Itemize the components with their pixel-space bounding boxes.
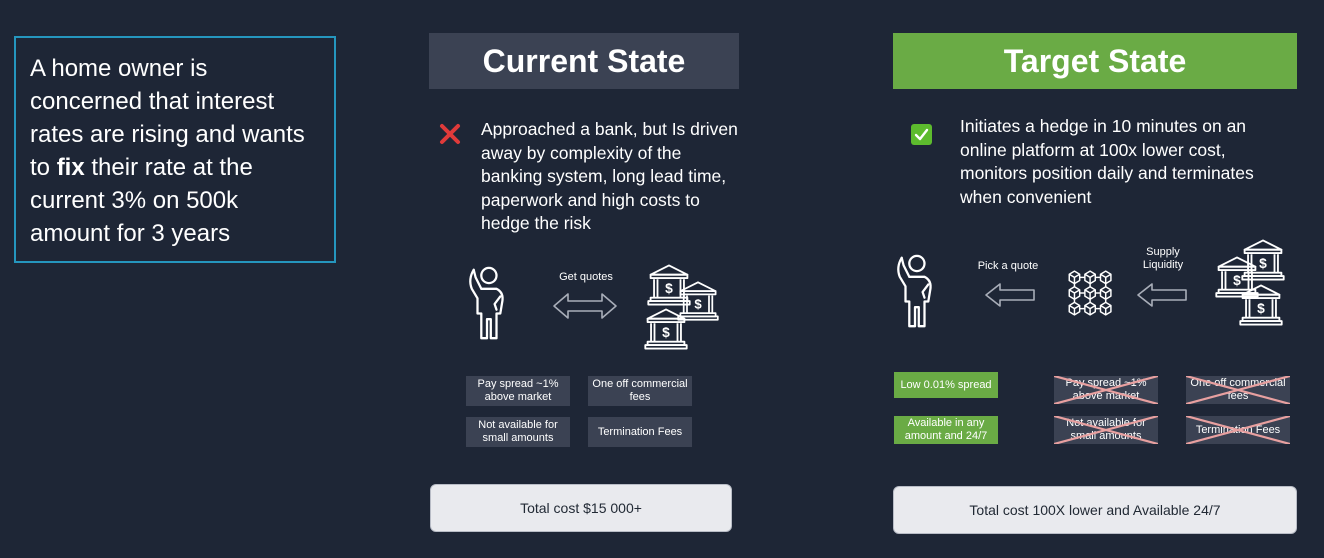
eliminated-cost-label: Not available for small amounts	[1066, 417, 1146, 442]
cost-chip: Not available for small amounts	[466, 417, 570, 447]
eliminated-cost-label: One off commercial fees	[1190, 377, 1286, 402]
benefit-chip: Available in any amount and 24/7	[894, 416, 998, 444]
get-quotes-label: Get quotes	[559, 271, 613, 283]
strike-through-icon	[1186, 416, 1290, 444]
current-state-description: Approached a bank, but Is driven away by…	[481, 119, 738, 233]
bank-icon	[1238, 282, 1284, 328]
scenario-text-end: their rate at the current 3% on 500k amo…	[30, 154, 253, 247]
current-state-header: Current State	[429, 33, 739, 89]
strike-through-icon	[1054, 376, 1158, 404]
blockchain-icon	[1063, 268, 1113, 318]
scenario-bold-word: fix	[56, 154, 85, 181]
target-state-header: Target State	[893, 33, 1297, 89]
eliminated-cost-chip: One off commercial fees	[1186, 376, 1290, 404]
strike-through-icon	[1186, 376, 1290, 404]
scenario-box: A home owner is concerned that interest …	[14, 36, 336, 263]
left-arrow-icon	[984, 282, 1036, 308]
pick-a-quote-label: Pick a quote	[977, 260, 1039, 272]
scenario-text: A home owner is concerned that interest …	[30, 55, 305, 181]
supply-liquidity-label: Supply Liquidity	[1142, 246, 1184, 271]
cost-chip: Pay spread ~1% above market	[466, 376, 570, 406]
left-arrow-icon	[1136, 282, 1188, 308]
eliminated-cost-chip: Not available for small amounts	[1054, 416, 1158, 444]
eliminated-cost-chip: Termination Fees	[1186, 416, 1290, 444]
strike-through-icon	[1054, 416, 1158, 444]
cost-chip: One off commercial fees	[588, 376, 692, 406]
eliminated-cost-label: Pay spread ~1% above market	[1065, 377, 1147, 402]
target-total-cost: Total cost 100X lower and Available 24/7	[893, 486, 1297, 534]
person-icon	[458, 266, 516, 342]
bank-icon	[643, 306, 689, 352]
double-arrow-icon	[552, 290, 618, 322]
cost-chip: Termination Fees	[588, 417, 692, 447]
person-icon	[886, 254, 944, 330]
eliminated-cost-chip: Pay spread ~1% above market	[1054, 376, 1158, 404]
benefit-chip: Low 0.01% spread	[894, 372, 998, 398]
current-total-cost: Total cost $15 000+	[430, 484, 732, 532]
check-icon	[911, 124, 932, 145]
target-state-description: Initiates a hedge in 10 minutes on an on…	[960, 116, 1254, 207]
cross-icon	[438, 122, 462, 146]
